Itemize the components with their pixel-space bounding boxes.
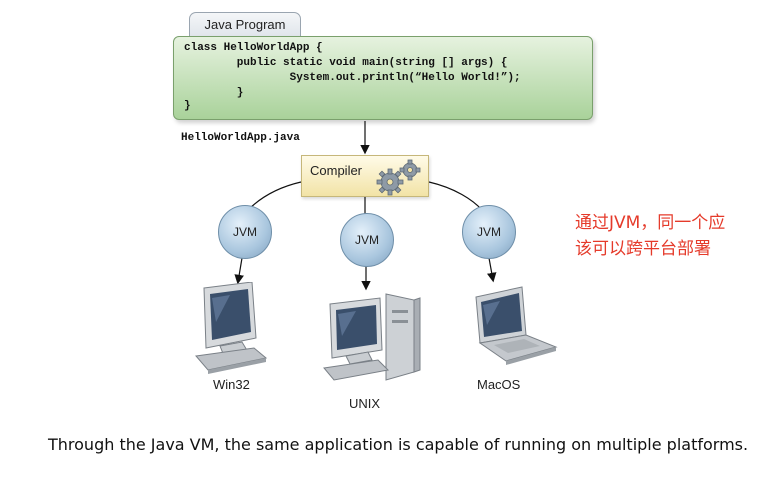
platform-label-macos: MacOS xyxy=(477,377,521,392)
jvm-circle-2: JVM xyxy=(340,213,394,267)
code-line-4: } xyxy=(184,87,244,99)
jvm-circle-3: JVM xyxy=(462,205,516,259)
arrow-jvm-to-win32 xyxy=(234,257,244,285)
code-line-1: class HelloWorldApp { xyxy=(184,42,323,54)
platform-label-unix: UNIX xyxy=(349,396,381,411)
code-line-3: System.out.println(“Hello World!”); xyxy=(184,72,521,84)
win32-computer-icon xyxy=(195,282,268,374)
code-line-2: public static void main(string [] args) … xyxy=(184,57,508,69)
annotation-line-1: 通过JVM，同一个应 xyxy=(575,213,726,233)
line-compiler-to-jvm-3 xyxy=(428,181,483,211)
compiler-label: Compiler xyxy=(310,163,363,178)
macos-laptop-icon xyxy=(475,286,558,365)
arrow-jvm-to-macos xyxy=(486,257,497,283)
gears-icon xyxy=(376,159,421,196)
unix-computer-icon xyxy=(323,293,421,381)
line-compiler-to-jvm-1 xyxy=(247,181,302,211)
annotation-note: 通过JVM，同一个应 该可以跨平台部署 xyxy=(575,210,725,262)
figure-caption: Through the Java VM, the same applicatio… xyxy=(48,435,749,454)
java-program-tab: Java Program xyxy=(189,12,301,38)
jvm-circle-1: JVM xyxy=(218,205,272,259)
annotation-line-2: 该可以跨平台部署 xyxy=(575,239,711,259)
source-filename: HelloWorldApp.java xyxy=(181,132,300,144)
code-box: class HelloWorldApp { public static void… xyxy=(173,36,593,120)
compiler-box: Compiler xyxy=(301,155,429,197)
platform-label-win32: Win32 xyxy=(213,377,250,392)
code-line-5: } xyxy=(184,100,191,112)
